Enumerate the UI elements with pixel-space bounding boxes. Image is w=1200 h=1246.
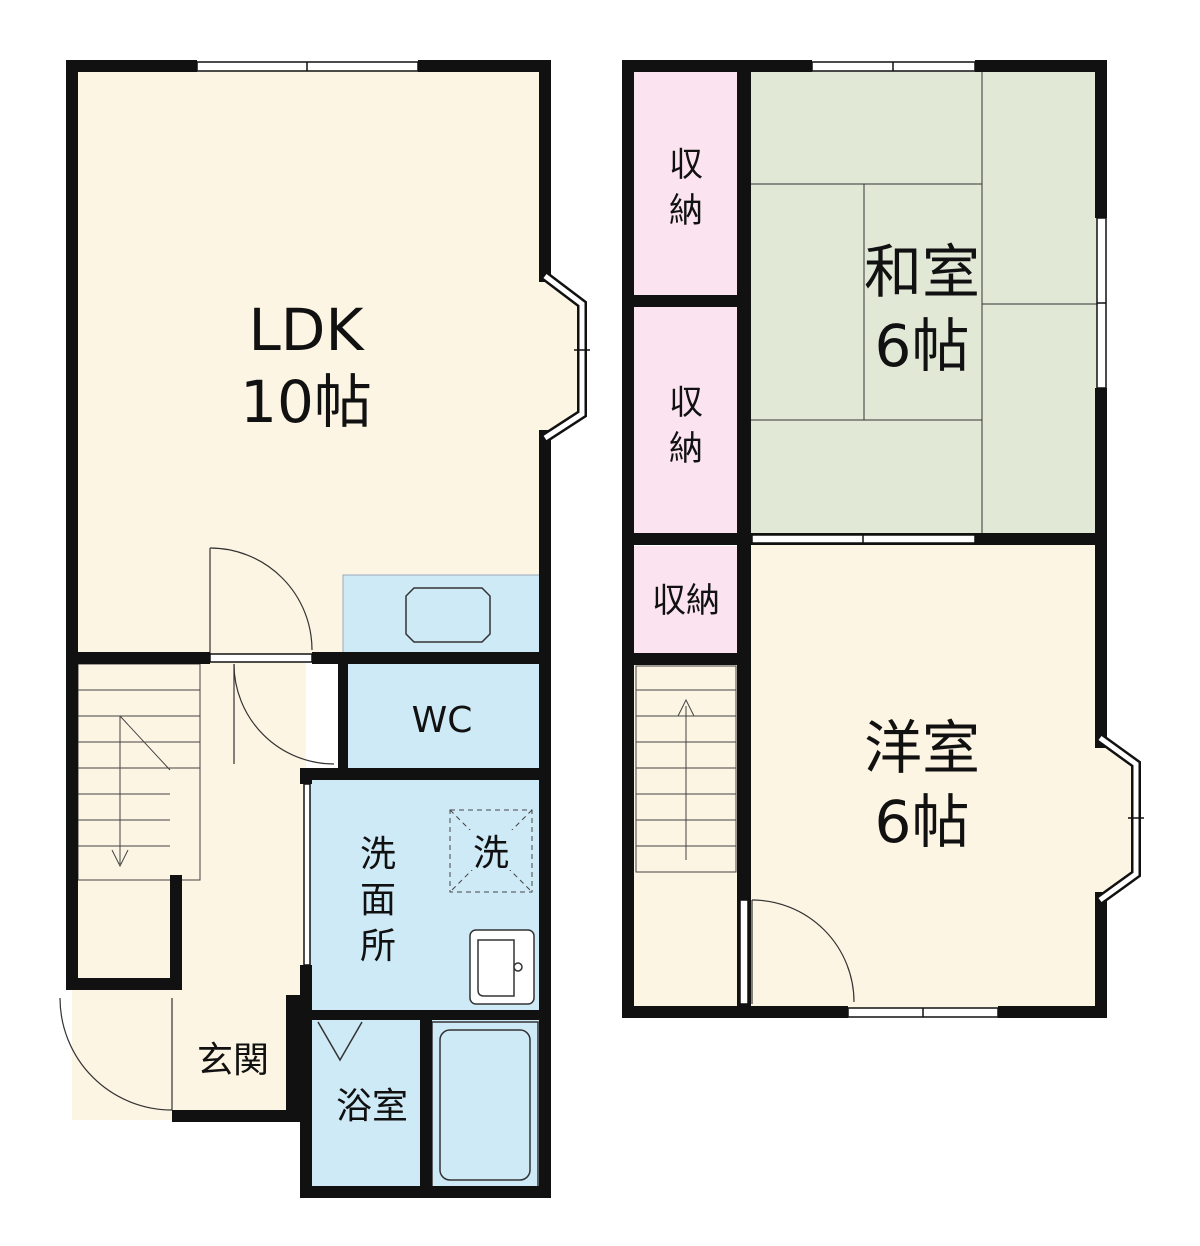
wc-label: WC <box>412 700 473 741</box>
ldk-floor <box>72 66 547 658</box>
ldk-size-label: 10帖 <box>240 368 372 436</box>
bay-window-youshitsu <box>1097 733 1144 905</box>
storage-top-label-1: 収 <box>669 145 703 185</box>
youshitsu-floor <box>748 544 1100 1009</box>
wc-floor <box>344 662 540 772</box>
stair-hall-floor <box>632 662 737 1009</box>
stairs-icon <box>635 665 737 873</box>
washitsu-floor <box>748 70 1100 535</box>
ldk-label: LDK <box>248 296 365 364</box>
washitsu-label: 和室 <box>864 238 980 306</box>
kitchen-sink-icon <box>405 587 491 643</box>
floor-2: 収 納 収 納 収納 和室 6帖 洋室 6帖 <box>622 60 1144 1018</box>
windows-floor-2 <box>739 61 1107 1018</box>
bay-window-ldk-floor <box>547 280 578 432</box>
storage-top-label-2: 納 <box>669 191 703 231</box>
washroom-label-2: 面 <box>360 880 396 921</box>
youshitsu-label: 洋室 <box>864 714 980 782</box>
entrance-floor <box>180 995 286 1113</box>
storage-mid-label-2: 納 <box>669 429 703 469</box>
floor-1: LDK 10帖 WC 洗 面 所 洗 浴室 玄関 <box>59 60 590 1198</box>
storage-mid-label-1: 収 <box>669 383 703 423</box>
storage-small-label: 収納 <box>652 581 720 621</box>
entrance-label: 玄関 <box>197 1040 269 1081</box>
washroom-label-3: 所 <box>360 926 396 967</box>
sink-icon <box>469 929 535 1005</box>
walls-floor-1 <box>66 60 551 1198</box>
windows-floor-1 <box>196 61 419 966</box>
storage-mid-floor <box>632 305 737 535</box>
bath-door-icon <box>317 1021 363 1062</box>
door-swing-icon <box>59 547 335 1111</box>
bath-label: 浴室 <box>336 1086 408 1127</box>
washitsu-size-label: 6帖 <box>875 312 970 380</box>
storage-small-floor <box>632 546 737 653</box>
bay-window-youshitsu-floor <box>1100 742 1132 896</box>
youshitsu-size-label: 6帖 <box>875 788 970 856</box>
storage-top-floor <box>632 70 737 295</box>
washer-label: 洗 <box>473 833 509 874</box>
bay-window-ldk <box>541 272 590 443</box>
door-swing-icon <box>751 899 855 1004</box>
tatami-mats-icon <box>748 70 1100 535</box>
washroom-label-1: 洗 <box>360 834 396 875</box>
walls-floor-2 <box>622 60 1107 1018</box>
